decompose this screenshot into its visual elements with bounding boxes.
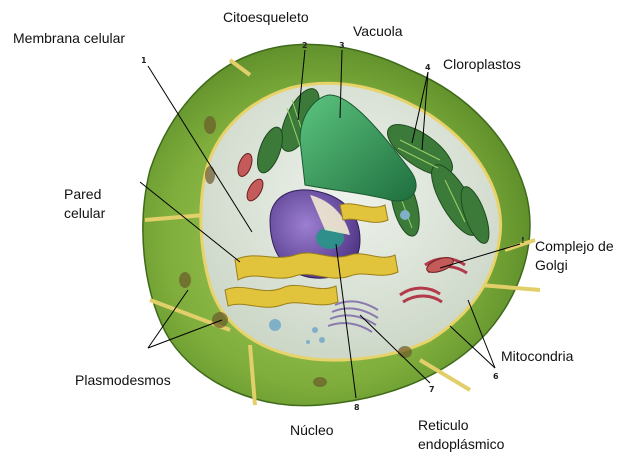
label-membrana-celular: Membrana celular bbox=[13, 30, 125, 47]
marker-5: ! bbox=[521, 236, 525, 245]
label-pared-celular-1: Pared bbox=[64, 186, 101, 203]
marker-8: 8 bbox=[354, 403, 360, 412]
marker-1: 1 bbox=[141, 56, 147, 65]
label-nucleo: Núcleo bbox=[290, 422, 334, 439]
label-cloroplastos: Cloroplastos bbox=[443, 56, 521, 73]
label-citoesqueleto: Citoesqueleto bbox=[223, 9, 309, 26]
label-mitocondria: Mitocondria bbox=[501, 348, 573, 365]
label-vacuola: Vacuola bbox=[353, 23, 403, 40]
label-reticulo-1: Reticulo bbox=[418, 417, 469, 434]
label-complejo-golgi-1: Complejo de bbox=[535, 238, 614, 255]
marker-6: 6 bbox=[493, 372, 499, 381]
marker-7: 7 bbox=[429, 385, 435, 394]
marker-4: 4 bbox=[425, 63, 431, 72]
marker-3: 3 bbox=[339, 41, 345, 50]
label-plasmodesmos: Plasmodesmos bbox=[75, 372, 171, 389]
label-reticulo-2: endoplásmico bbox=[418, 436, 504, 453]
marker-2: 2 bbox=[302, 41, 308, 50]
label-complejo-golgi-2: Golgi bbox=[535, 257, 568, 274]
label-pared-celular-2: celular bbox=[64, 205, 105, 222]
